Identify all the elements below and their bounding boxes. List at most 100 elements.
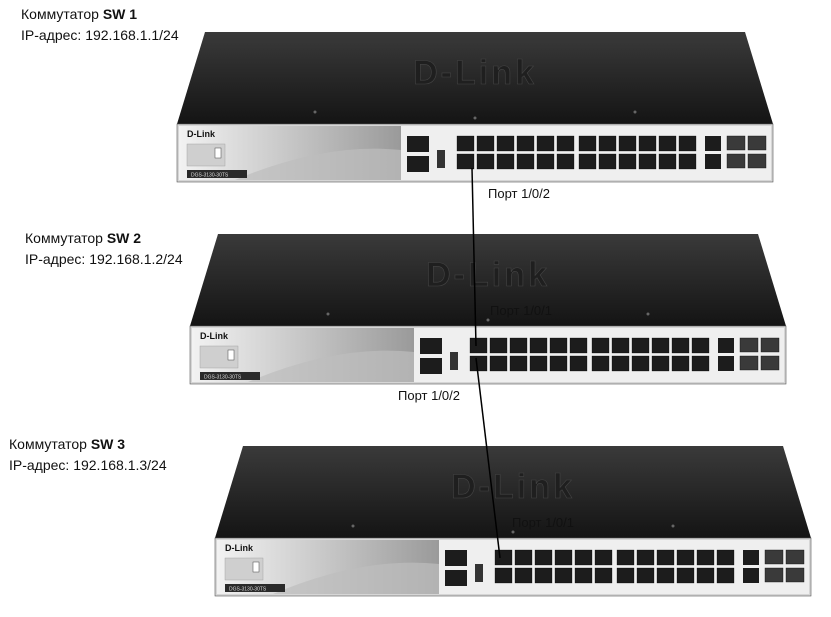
mgmt-port bbox=[407, 156, 429, 172]
rj45-port bbox=[516, 135, 535, 152]
rj45-port bbox=[569, 355, 588, 372]
model-plate bbox=[225, 584, 285, 592]
model-label: DGS-3130-30TS bbox=[204, 375, 242, 381]
sfp-port bbox=[760, 355, 780, 371]
sw3-label: Коммутатор SW 3 IP-адрес: 192.168.1.3/24 bbox=[9, 434, 167, 476]
rj45-port bbox=[691, 355, 710, 372]
chassis-top bbox=[215, 446, 811, 538]
cable-sw1-sw2 bbox=[471, 167, 477, 347]
combo-port bbox=[705, 136, 721, 151]
rj45-port bbox=[691, 337, 710, 354]
rj45-port bbox=[671, 355, 690, 372]
rj45-port bbox=[494, 567, 513, 584]
combo-port bbox=[718, 356, 734, 371]
front-swoosh bbox=[235, 148, 401, 180]
rj45-port bbox=[476, 153, 495, 170]
rj45-port bbox=[591, 337, 610, 354]
front-swoosh bbox=[248, 350, 414, 382]
rj45-port bbox=[514, 567, 533, 584]
screw-icon bbox=[313, 110, 317, 114]
rj45-port bbox=[554, 549, 573, 566]
rj45-port bbox=[456, 135, 475, 152]
rj45-port bbox=[658, 135, 677, 152]
screw-icon bbox=[486, 318, 490, 322]
console-port bbox=[420, 338, 442, 354]
sw2-label: Коммутатор SW 2 IP-адрес: 192.168.1.2/24 bbox=[25, 228, 183, 270]
rj45-port bbox=[554, 567, 573, 584]
rj45-port bbox=[489, 337, 508, 354]
sfp-port bbox=[764, 549, 784, 565]
rj45-port bbox=[476, 135, 495, 152]
combo-port bbox=[743, 568, 759, 583]
screw-icon bbox=[473, 116, 477, 120]
rj45-port bbox=[578, 135, 597, 152]
sw1-ip: IP-адрес: 192.168.1.1/24 bbox=[21, 27, 179, 43]
combo-port bbox=[718, 338, 734, 353]
rj45-port bbox=[636, 549, 655, 566]
rj45-port bbox=[611, 355, 630, 372]
sfp-port bbox=[785, 567, 805, 583]
port-label-sw2-in: Порт 1/0/1 bbox=[490, 303, 552, 318]
rj45-port bbox=[549, 355, 568, 372]
sfp-port bbox=[785, 549, 805, 565]
rj45-port bbox=[536, 153, 555, 170]
console-port bbox=[445, 550, 467, 566]
port-label-sw1-out: Порт 1/0/2 bbox=[488, 186, 550, 201]
rj45-port bbox=[696, 549, 715, 566]
sw2-ip: IP-адрес: 192.168.1.2/24 bbox=[25, 251, 183, 267]
sfp-port bbox=[726, 135, 746, 151]
rj45-port bbox=[618, 135, 637, 152]
rj45-port bbox=[678, 153, 697, 170]
rj45-port bbox=[651, 337, 670, 354]
sfp-port bbox=[764, 567, 784, 583]
rj45-port bbox=[616, 567, 635, 584]
rj45-port bbox=[574, 567, 593, 584]
rj45-port bbox=[696, 567, 715, 584]
rj45-port bbox=[469, 337, 488, 354]
rj45-port bbox=[636, 567, 655, 584]
rj45-port bbox=[678, 135, 697, 152]
rj45-port bbox=[658, 153, 677, 170]
usb-port bbox=[437, 150, 445, 168]
console-port bbox=[407, 136, 429, 152]
rj45-port bbox=[611, 337, 630, 354]
stack-id-display bbox=[214, 147, 222, 159]
rj45-port bbox=[631, 337, 650, 354]
rj45-port bbox=[716, 567, 735, 584]
rj45-port bbox=[489, 355, 508, 372]
screw-icon bbox=[633, 110, 637, 114]
screw-icon bbox=[511, 530, 515, 534]
sw3-title: Коммутатор SW 3 bbox=[9, 436, 126, 452]
rj45-port bbox=[549, 337, 568, 354]
top-logo: D-Link bbox=[451, 468, 575, 506]
rj45-port bbox=[616, 549, 635, 566]
sw2-title: Коммутатор SW 2 bbox=[25, 230, 142, 246]
rj45-port bbox=[496, 135, 515, 152]
front-swoosh bbox=[273, 562, 439, 594]
port-area bbox=[439, 540, 809, 594]
top-logo: D-Link bbox=[426, 256, 550, 294]
rj45-port bbox=[638, 135, 657, 152]
rj45-port bbox=[671, 337, 690, 354]
sfp-port bbox=[747, 135, 767, 151]
rj45-port bbox=[676, 567, 695, 584]
port-label-sw3-in: Порт 1/0/1 bbox=[512, 515, 574, 530]
stack-id-display bbox=[252, 561, 260, 573]
rj45-port bbox=[529, 337, 548, 354]
rj45-port bbox=[516, 153, 535, 170]
brand-logo: D-Link bbox=[200, 331, 229, 341]
combo-port bbox=[705, 154, 721, 169]
rj45-port bbox=[509, 355, 528, 372]
rj45-port bbox=[594, 549, 613, 566]
brand-logo: D-Link bbox=[187, 129, 216, 139]
port-area bbox=[401, 126, 771, 180]
mgmt-port bbox=[420, 358, 442, 374]
rj45-port bbox=[534, 567, 553, 584]
rj45-port bbox=[574, 549, 593, 566]
rj45-port bbox=[514, 549, 533, 566]
usb-port bbox=[475, 564, 483, 582]
combo-port bbox=[743, 550, 759, 565]
